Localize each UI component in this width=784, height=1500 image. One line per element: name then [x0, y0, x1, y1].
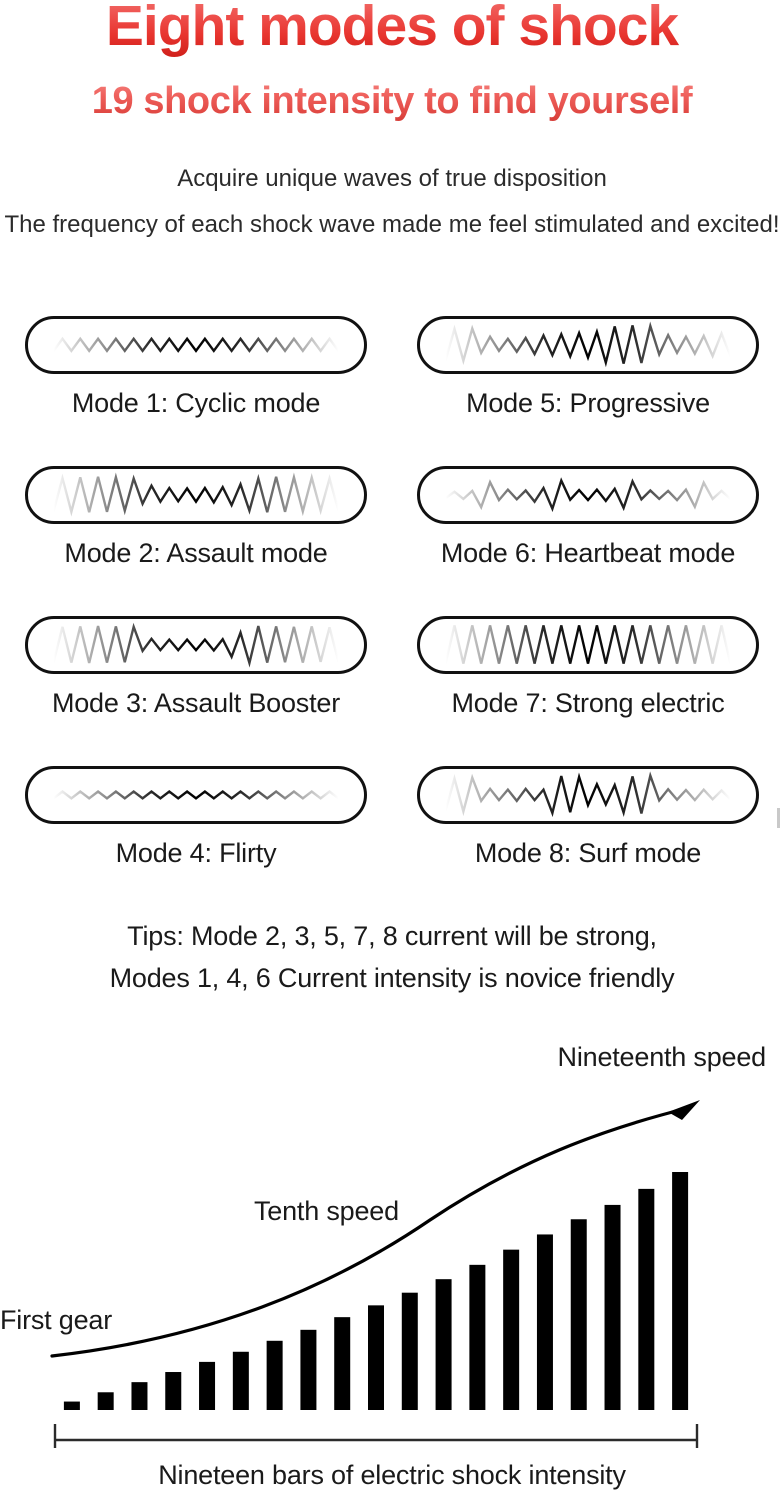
chart-bar — [469, 1264, 486, 1410]
mode-waveform-pill-4 — [25, 766, 367, 824]
mode-waveform-pill-6 — [417, 466, 759, 524]
chart-bar — [672, 1172, 689, 1410]
mode-label-7: Mode 7: Strong electric — [451, 688, 725, 718]
flirty-waveform — [28, 769, 364, 821]
mode-waveform-pill-1 — [25, 316, 367, 374]
chart-bar — [232, 1351, 249, 1410]
assault-booster-waveform — [28, 619, 364, 671]
range-bracket — [53, 1424, 699, 1448]
chart-bar — [300, 1329, 317, 1410]
mode-card-5: Mode 5: Progressive — [392, 316, 784, 466]
chart-bar — [131, 1382, 148, 1410]
edge-artifact — [777, 808, 780, 828]
mode-card-4: Mode 4: Flirty — [0, 766, 392, 916]
tips-block: Tips: Mode 2, 3, 5, 7, 8 current will be… — [0, 916, 784, 1000]
chart-bar — [435, 1279, 452, 1410]
mode-label-6: Mode 6: Heartbeat mode — [440, 538, 736, 568]
surf-waveform — [420, 769, 756, 821]
annotation-first-gear: First gear — [0, 1305, 113, 1335]
chart-bar — [63, 1401, 80, 1410]
mode-label-4: Mode 4: Flirty — [115, 838, 277, 868]
growth-curve — [50, 1106, 690, 1358]
mode-card-7: Mode 7: Strong electric — [392, 616, 784, 766]
tagline-primary: Acquire unique waves of true disposition — [177, 165, 607, 192]
chart-bar — [97, 1392, 114, 1410]
mode-waveform-pill-8 — [417, 766, 759, 824]
mode-label-3: Mode 3: Assault Booster — [51, 688, 341, 718]
chart-bar — [503, 1249, 520, 1410]
tagline-secondary: The frequency of each shock wave made me… — [4, 211, 780, 238]
mode-card-1: Mode 1: Cyclic mode — [0, 316, 392, 466]
annotation-tenth-speed: Tenth speed — [254, 1196, 399, 1226]
annotation-nineteenth-speed: Nineteenth speed — [557, 1042, 767, 1072]
chart-bar — [570, 1219, 587, 1410]
heartbeat-waveform — [420, 469, 756, 521]
mode-card-2: Mode 2: Assault mode — [0, 466, 392, 616]
mode-label-1: Mode 1: Cyclic mode — [71, 388, 321, 418]
mode-label-2: Mode 2: Assault mode — [64, 538, 328, 568]
strong-electric-waveform — [420, 619, 756, 671]
assault-waveform — [28, 469, 364, 521]
mode-card-6: Mode 6: Heartbeat mode — [392, 466, 784, 616]
page-title: Eight modes of shock — [0, 0, 784, 58]
mode-waveform-pill-3 — [25, 616, 367, 674]
chart-bar — [604, 1204, 621, 1410]
mode-card-3: Mode 3: Assault Booster — [0, 616, 392, 766]
mode-waveform-pill-7 — [417, 616, 759, 674]
mode-waveform-pill-5 — [417, 316, 759, 374]
mode-label-5: Mode 5: Progressive — [466, 388, 710, 418]
tips-line-2: Modes 1, 4, 6 Current intensity is novic… — [109, 962, 675, 993]
mode-waveform-pill-2 — [25, 466, 367, 524]
progressive-waveform — [420, 319, 756, 371]
chart-bar — [401, 1292, 418, 1410]
chart-bar — [199, 1361, 216, 1410]
mode-card-8: Mode 8: Surf mode — [392, 766, 784, 916]
chart-bar — [368, 1305, 384, 1410]
chart-bar — [334, 1317, 351, 1410]
cyclic-waveform — [28, 319, 364, 371]
chart-canvas — [50, 1100, 700, 1448]
mode-label-8: Mode 8: Surf mode — [474, 838, 702, 868]
chart-bar — [165, 1372, 182, 1410]
page-subtitle: 19 shock intensity to find yourself — [0, 80, 784, 124]
chart-bar — [638, 1188, 655, 1410]
chart-bar — [536, 1234, 553, 1410]
chart-bar — [266, 1340, 283, 1410]
chart-caption: Nineteen bars of electric shock intensit… — [158, 1460, 626, 1490]
intensity-bar-chart: Nineteenth speed Tenth speed First gear … — [0, 1020, 784, 1500]
tips-line-1: Tips: Mode 2, 3, 5, 7, 8 current will be… — [127, 921, 657, 951]
growth-arrowhead — [668, 1100, 700, 1120]
